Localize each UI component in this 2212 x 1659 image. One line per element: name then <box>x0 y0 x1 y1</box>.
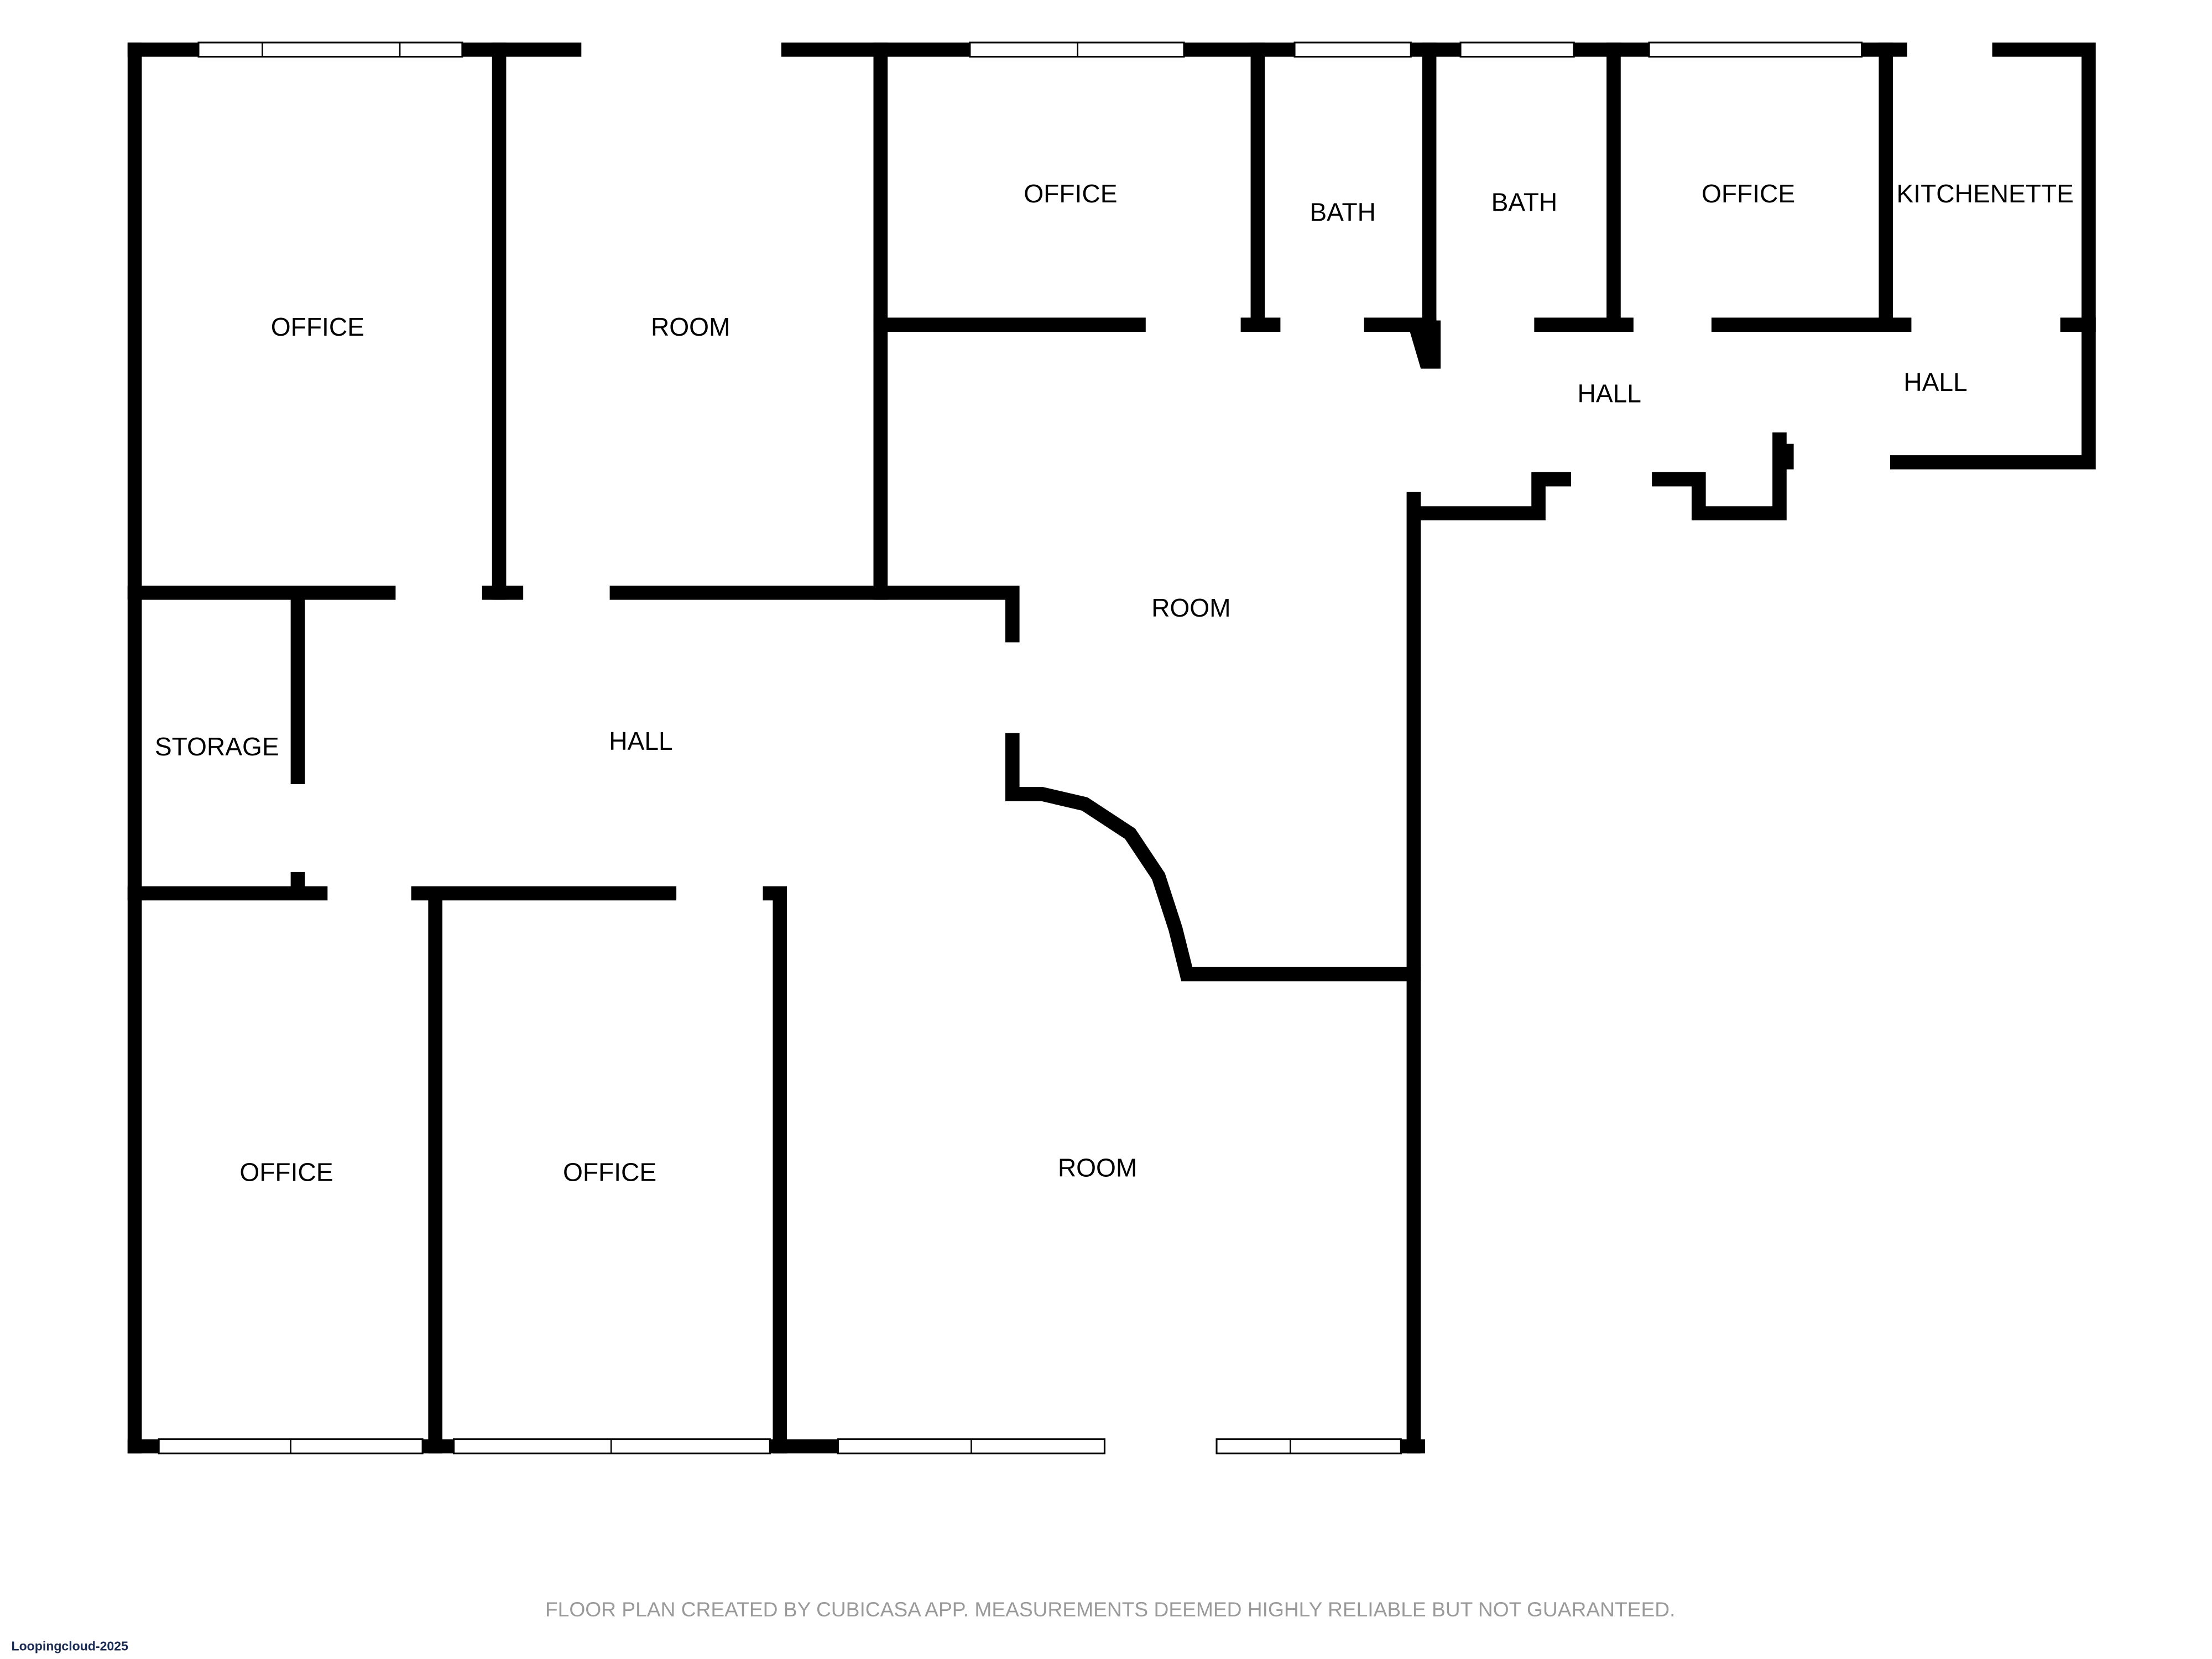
room-label-office: OFFICE <box>239 1157 333 1186</box>
room-label-storage: STORAGE <box>155 732 279 761</box>
room-label-bath: BATH <box>1310 197 1376 226</box>
walls <box>127 42 2096 1454</box>
room-label-office: OFFICE <box>1024 179 1117 208</box>
room-label-office: OFFICE <box>1702 179 1795 208</box>
watermark: Loopingcloud-2025 <box>12 1639 129 1653</box>
windows <box>158 41 1863 1454</box>
room-label-hall: HALL <box>1903 368 1967 397</box>
room-label-room: ROOM <box>651 312 731 341</box>
room-label-office: OFFICE <box>271 312 364 341</box>
room-label-bath: BATH <box>1491 187 1558 216</box>
disclaimer-text: FLOOR PLAN CREATED BY CUBICASA APP. MEAS… <box>545 1598 1675 1621</box>
room-label-room: ROOM <box>1058 1154 1138 1182</box>
room-label-room: ROOM <box>1151 593 1231 622</box>
room-label-office: OFFICE <box>563 1157 656 1186</box>
room-labels: OFFICE ROOM OFFICE BATH BATH OFFICE KITC… <box>155 179 2074 1186</box>
room-label-hall: HALL <box>609 727 672 755</box>
room-label-kitchenette: KITCHENETTE <box>1897 179 2074 208</box>
room-label-hall: HALL <box>1578 379 1641 408</box>
